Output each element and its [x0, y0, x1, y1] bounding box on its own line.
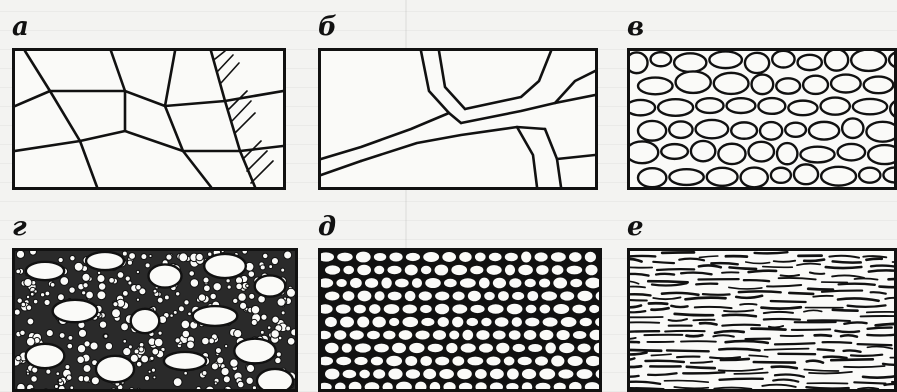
panel-c-large-aggregates: [627, 48, 897, 190]
panel-f-platy-structure: [627, 248, 897, 392]
label-a: а: [12, 14, 29, 40]
panel-a-blocky-structure: [12, 48, 286, 190]
panel-d-mixed-aggregates: [12, 248, 298, 392]
label-d: г: [12, 214, 27, 240]
label-b: б: [318, 14, 337, 40]
panel-e-small-aggregates: [318, 248, 602, 392]
label-c: в: [627, 14, 644, 40]
panel-b-large-blocky-structure: [318, 48, 598, 190]
label-f: е: [627, 214, 644, 240]
label-e: д: [318, 214, 336, 240]
